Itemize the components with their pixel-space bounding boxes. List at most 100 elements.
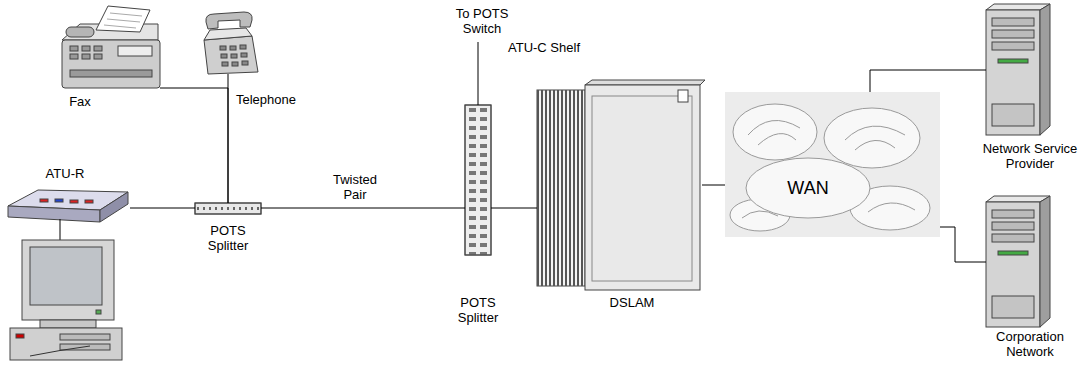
pots-splitter [195, 203, 261, 214]
dslam-part [585, 80, 705, 85]
telephone-part [232, 62, 238, 66]
fax-machine [62, 6, 160, 88]
server-part [992, 210, 1034, 218]
server-part [992, 30, 1034, 38]
fax-machine-part [70, 46, 78, 51]
fax-machine-part [62, 40, 160, 88]
modem-cable-part [60, 219, 61, 240]
device-label: DSLAM [592, 295, 672, 310]
label-slot: ATU-C Shelf [508, 40, 580, 55]
telephone-part [204, 28, 252, 40]
dslam-part [678, 90, 688, 102]
telephone-part [241, 53, 247, 57]
fax-machine-part [118, 46, 152, 56]
device-node: WAN [725, 92, 940, 237]
device-node: Network Service Provider [986, 4, 1050, 135]
cable-line [491, 208, 537, 209]
server-part [986, 10, 1040, 135]
server-part [992, 42, 1034, 50]
server-part [992, 296, 1034, 318]
wan-cloud-part [758, 134, 796, 145]
device-label: ATU-R [25, 166, 105, 181]
wan-cloud-part [748, 120, 800, 135]
dslam-part [585, 85, 700, 290]
server-part [986, 202, 1040, 327]
wan-cloud-part [746, 158, 870, 218]
device-node: DSLAM [537, 85, 702, 290]
computer-part [30, 247, 102, 305]
telephone [204, 12, 258, 74]
telephone-part [206, 12, 252, 29]
device-label: POTS Splitter [443, 295, 513, 325]
server-part [992, 222, 1034, 230]
pots-switch-line [478, 42, 479, 105]
modem-part [100, 192, 128, 222]
fax-machine-part [70, 54, 78, 59]
server-part [1040, 4, 1050, 135]
server [986, 196, 1050, 327]
wan-cloud-part [742, 211, 778, 218]
device-label: WAN [773, 177, 843, 199]
fax-machine-part [96, 6, 150, 32]
fax-machine-part [94, 54, 102, 59]
pots-splitter-part [195, 203, 261, 214]
computer-part [30, 346, 90, 356]
server-part [992, 234, 1034, 242]
cable-line [160, 88, 228, 203]
server-part [992, 104, 1034, 126]
cable-line [702, 185, 725, 186]
wan-cloud-part [733, 104, 817, 160]
cable-line [940, 227, 986, 262]
wan-cloud-part [725, 92, 940, 237]
telephone-part [231, 54, 237, 58]
telephone-part [204, 36, 258, 74]
modem-part [40, 199, 48, 202]
computer-part [40, 320, 96, 328]
cable-line [261, 208, 465, 209]
device-node: Corporation Network [986, 196, 1050, 327]
fax-machine-part [82, 46, 90, 51]
server-part [998, 251, 1028, 255]
device-node: Telephone [200, 12, 258, 74]
pots-splitter-rack [465, 105, 491, 255]
device-label: Fax [50, 94, 110, 109]
cable-line [228, 74, 229, 203]
wan-cloud-part [868, 203, 915, 212]
computer-part [60, 334, 110, 340]
server-part [986, 4, 1050, 10]
cable-label: Twisted Pair [325, 172, 385, 202]
modem-part [85, 200, 93, 203]
server-part [1040, 196, 1050, 327]
wan-cloud-part [824, 108, 920, 168]
wan-cloud-part [855, 140, 895, 150]
fax-machine-part [107, 19, 140, 22]
server-part [992, 18, 1034, 26]
wan-cloud-part [845, 126, 905, 140]
edge-label-slot: Twisted Pair [325, 172, 385, 202]
dslam-part [592, 96, 692, 281]
wan-cloud [725, 92, 940, 237]
telephone-part [230, 46, 236, 50]
cable-line [130, 208, 195, 209]
dslam [537, 80, 705, 290]
telephone-part [242, 61, 248, 65]
dslam-part [537, 90, 585, 286]
telephone-part [240, 45, 246, 49]
pots-splitter-rack-part [465, 105, 491, 255]
modem-part [8, 206, 100, 222]
server-part [998, 59, 1028, 63]
fax-machine-part [82, 54, 90, 59]
server-part [986, 196, 1050, 202]
device-label: Network Service Provider [978, 141, 1082, 171]
device-node: Fax [58, 8, 160, 90]
pots-splitter-rack-part [465, 105, 491, 255]
part-label: To POTS Switch [440, 6, 524, 36]
computer-part [96, 310, 101, 314]
fax-machine-part [66, 27, 94, 37]
part-label: ATU-C Shelf [508, 40, 580, 55]
device-label: POTS Splitter [196, 223, 260, 253]
label-slot: To POTS Switch [440, 6, 524, 36]
